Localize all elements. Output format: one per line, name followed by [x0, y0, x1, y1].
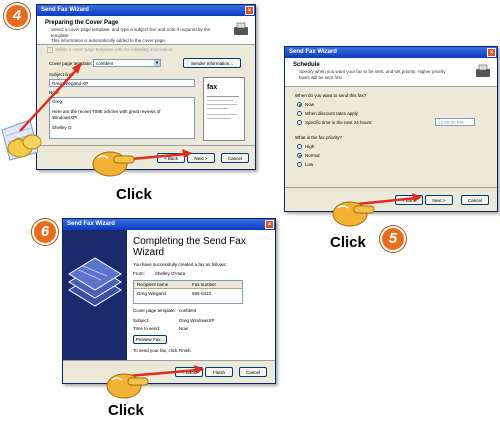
- recipient-name-header[interactable]: Recipient name: [137, 282, 169, 287]
- discount-label: When discount rates apply: [305, 111, 359, 116]
- typing-hand-icon: [1, 119, 42, 161]
- title-bar[interactable]: Send Fax Wizard ×: [63, 219, 275, 230]
- chevron-down-icon: ▼: [154, 60, 160, 66]
- header-title: Schedule: [293, 62, 320, 68]
- time-value: Now: [179, 326, 189, 331]
- fax-machine-icon: [476, 64, 490, 77]
- pointing-hand-icon: [92, 151, 135, 177]
- pointing-hand-icon: [106, 373, 149, 399]
- template-select[interactable]: confdent ▼: [93, 59, 161, 67]
- finish-button[interactable]: Finish: [205, 367, 233, 377]
- template-label: Cover page template:: [133, 308, 177, 313]
- template-checkbox-label[interactable]: Select a cover page template with the fo…: [47, 47, 172, 53]
- recipient-table[interactable]: Recipient name Fax number Greg Wiegand 5…: [133, 280, 243, 304]
- cover-page-preview: fax: [203, 77, 245, 141]
- cancel-button[interactable]: Cancel: [239, 367, 267, 377]
- wizard-header: Schedule Specify when you want your fax …: [285, 58, 497, 87]
- step-5-badge: 5: [380, 226, 406, 252]
- template-value: confdent: [179, 308, 197, 313]
- next-button[interactable]: Next >: [425, 195, 453, 205]
- click-label-5: Click: [330, 234, 366, 251]
- next-button[interactable]: Next >: [187, 153, 215, 163]
- high-label: High: [305, 144, 315, 149]
- cancel-button[interactable]: Cancel: [461, 195, 489, 205]
- note-textarea[interactable]: Greg: Here are the recent TIME articles …: [49, 97, 195, 139]
- header-subtitle: Select a cover page template, and type a…: [51, 27, 211, 43]
- preview-fax-button[interactable]: Preview Fax...: [133, 335, 167, 344]
- now-label: Now: [305, 102, 315, 107]
- from-label: From:: [133, 271, 145, 276]
- low-radio[interactable]: [297, 162, 302, 167]
- subject-value: Greg WindowsXP: [179, 318, 215, 323]
- from-value: Shelley O'Hara: [155, 271, 186, 276]
- time-label: Time to send:: [133, 326, 161, 331]
- pointer-arrow: [19, 62, 82, 132]
- cover-page-wizard-window: Send Fax Wizard × Preparing the Cover Pa…: [36, 4, 256, 170]
- finish-arrow: [127, 365, 204, 378]
- window-title: Send Fax Wizard: [67, 221, 115, 227]
- step-4-badge: 4: [4, 3, 30, 29]
- sender-information-button[interactable]: Sender Information...: [183, 58, 241, 68]
- normal-label: Normal: [305, 153, 320, 158]
- recipient-name-cell: Greg Wiegand: [137, 291, 167, 296]
- finish-instruction: To send your fax, click Finish.: [133, 348, 192, 353]
- high-radio[interactable]: [297, 144, 302, 149]
- normal-radio[interactable]: [297, 153, 302, 158]
- specific-time-radio[interactable]: [297, 120, 302, 125]
- schedule-wizard-window: Send Fax Wizard × Schedule Specify when …: [284, 46, 498, 212]
- back-button[interactable]: < Back: [157, 153, 185, 163]
- subject-label: Subject:: [133, 318, 150, 323]
- header-subtitle: Specify when you want your fax to be sen…: [299, 69, 446, 80]
- fax-number-cell: 555-0313: [192, 291, 212, 296]
- wizard-side-banner: [63, 230, 127, 360]
- close-icon[interactable]: ×: [245, 6, 254, 15]
- step-6-badge: 6: [32, 219, 58, 245]
- now-radio[interactable]: [297, 102, 302, 107]
- subject-input[interactable]: Greg Wiegand XP: [49, 79, 195, 87]
- title-bar[interactable]: Send Fax Wizard ×: [285, 47, 497, 58]
- cancel-button[interactable]: Cancel: [221, 153, 249, 163]
- when-label: When do you want to send this fax?: [295, 93, 367, 98]
- window-title: Send Fax Wizard: [289, 49, 337, 55]
- header-title: Preparing the Cover Page: [45, 20, 119, 26]
- next-arrow: [357, 193, 422, 206]
- discount-radio[interactable]: [297, 111, 302, 116]
- priority-label: What is the fax priority?: [295, 135, 343, 140]
- wizard-header: Preparing the Cover Page Select a cover …: [37, 16, 255, 45]
- fax-machine-icon: [234, 22, 248, 35]
- template-label: Cover page template:: [49, 61, 93, 66]
- subject-label: Subject line:: [49, 72, 74, 77]
- wizard-content: Completing the Send Fax Wizard You have …: [127, 230, 275, 360]
- low-label: Low: [305, 162, 314, 167]
- template-checkbox[interactable]: [47, 47, 53, 53]
- time-spinner[interactable]: 12:00:00 PM: [435, 118, 475, 126]
- click-label-6: Click: [108, 402, 144, 419]
- specific-time-label: Specific time in the next 24 hours:: [305, 120, 373, 125]
- preview-fax-text: fax: [207, 84, 218, 91]
- close-icon[interactable]: ×: [487, 48, 496, 57]
- fax-number-header[interactable]: Fax number: [192, 282, 217, 287]
- completing-wizard-window: Send Fax Wizard × Completing the Send Fa…: [62, 218, 276, 384]
- created-text: You have successfully created a fax as f…: [133, 262, 227, 267]
- fax-pages-icon: [68, 257, 122, 307]
- close-icon[interactable]: ×: [265, 220, 274, 229]
- title-bar[interactable]: Send Fax Wizard ×: [37, 5, 255, 16]
- completing-heading: Completing the Send Fax Wizard: [133, 236, 246, 258]
- window-title: Send Fax Wizard: [41, 7, 89, 13]
- click-label-4: Click: [116, 186, 152, 203]
- pointing-hand-icon: [332, 201, 375, 227]
